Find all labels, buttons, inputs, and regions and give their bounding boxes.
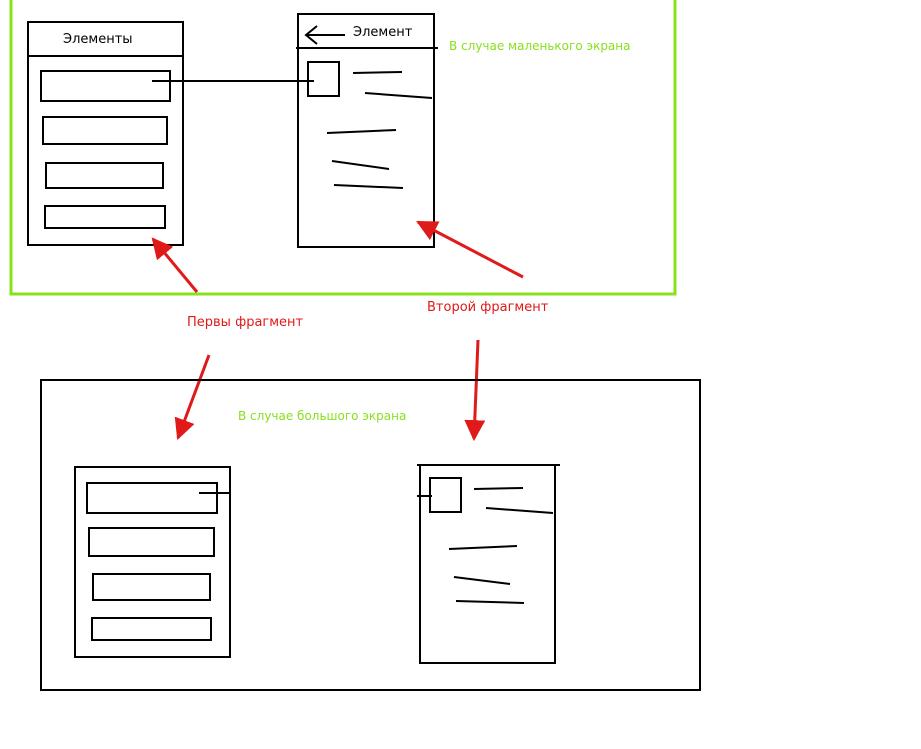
small-detail-text-line bbox=[352, 71, 403, 74]
small-screen-caption: В случае маленького экрана bbox=[449, 39, 631, 53]
first-fragment-label: Первы фрагмент bbox=[187, 315, 304, 330]
large-detail-text-line bbox=[448, 545, 518, 550]
first-fragment-arrow-down bbox=[174, 354, 211, 440]
small-detail-title: Элемент bbox=[353, 25, 413, 40]
first-fragment-arrow-up bbox=[151, 237, 199, 293]
small-list-item[interactable] bbox=[45, 162, 164, 189]
small-detail-text-line bbox=[331, 160, 390, 170]
large-list-item[interactable] bbox=[92, 573, 211, 601]
small-list-item[interactable] bbox=[44, 205, 166, 229]
large-screen-frame bbox=[40, 379, 701, 691]
second-fragment-label: Второй фрагмент bbox=[427, 300, 549, 315]
large-list-item[interactable] bbox=[86, 482, 218, 514]
small-detail-fragment: Элемент bbox=[296, 13, 438, 248]
large-screen-group: В случае большого экрана bbox=[40, 379, 701, 691]
large-detail-text-line bbox=[455, 600, 525, 604]
small-detail-text-line bbox=[333, 184, 404, 189]
large-list-item[interactable] bbox=[91, 617, 212, 641]
large-detail-image bbox=[429, 477, 462, 513]
small-list-fragment: Элементы bbox=[27, 21, 184, 246]
large-detail-text-line bbox=[453, 576, 511, 585]
small-detail-text-line bbox=[364, 92, 433, 99]
small-list-frame bbox=[27, 21, 184, 246]
large-detail-text-line bbox=[473, 487, 524, 490]
small-screen-frame bbox=[9, 0, 677, 296]
large-list-frame bbox=[74, 466, 231, 658]
small-screen-group: В случае маленького экрана Элементы Элем… bbox=[9, 0, 677, 296]
large-list-fragment bbox=[74, 466, 231, 658]
second-fragment-arrow-up bbox=[416, 220, 524, 279]
large-list-item[interactable] bbox=[88, 527, 215, 557]
large-detail-frame bbox=[419, 464, 556, 664]
small-detail-text-line bbox=[326, 129, 397, 134]
small-list-item[interactable] bbox=[42, 116, 168, 145]
small-list-title: Элементы bbox=[63, 32, 133, 47]
second-fragment-arrow-down bbox=[464, 339, 486, 442]
small-list-item[interactable] bbox=[40, 70, 171, 102]
large-detail-text-line bbox=[485, 507, 554, 514]
large-screen-caption: В случае большого экрана bbox=[238, 409, 406, 423]
small-detail-image bbox=[307, 61, 340, 97]
arrow-left-icon[interactable] bbox=[304, 25, 345, 45]
annotations: Первы фрагмент Второй фрагмент bbox=[151, 220, 549, 442]
small-detail-frame bbox=[297, 13, 435, 248]
large-detail-fragment bbox=[417, 464, 560, 664]
